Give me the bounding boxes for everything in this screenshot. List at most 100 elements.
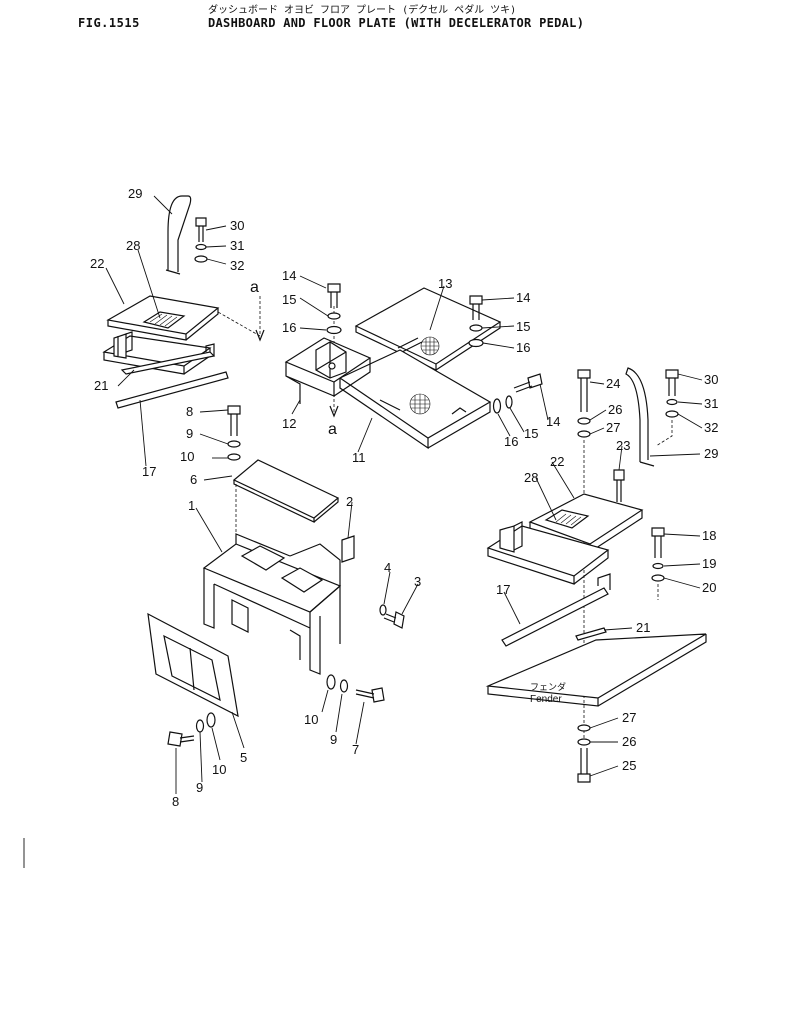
washer-26-top — [577, 417, 591, 425]
washer-15-top-right — [469, 324, 483, 332]
callout-11: 11 — [352, 450, 366, 465]
callout-17-left: 17 — [142, 464, 156, 479]
washer-32-right — [665, 410, 679, 418]
callout-3: 3 — [414, 574, 421, 589]
callout-9-bottom: 9 — [196, 780, 203, 795]
bolt-8-top — [227, 405, 241, 415]
bolt-18 — [651, 527, 665, 537]
bolt-24 — [577, 369, 591, 379]
bolt-14-center — [327, 283, 341, 293]
washer-32-left — [194, 255, 208, 263]
callout-32-right: 32 — [704, 420, 718, 435]
callout-25: 25 — [622, 758, 636, 773]
washer-15-center — [327, 312, 341, 320]
callout-1: 1 — [188, 498, 195, 513]
washer-19 — [652, 562, 664, 570]
bolt-3 — [393, 611, 405, 629]
callout-18: 18 — [702, 528, 716, 543]
kana-title: ダッシュボード オヨビ フロア プレート (デクセル ペダル ツキ) — [208, 5, 517, 16]
callout-19: 19 — [702, 556, 716, 571]
bolt-30-left — [195, 217, 207, 227]
fender-label: Fender — [530, 694, 562, 705]
callout-27-top: 27 — [606, 420, 620, 435]
bracket-2 — [341, 535, 355, 563]
washer-16-side — [492, 398, 502, 414]
bracket-21-right — [575, 627, 607, 641]
callout-9-right: 9 — [330, 732, 337, 747]
center-floor-plates — [284, 283, 543, 450]
washer-26-bottom — [577, 738, 591, 746]
grille-13 — [420, 336, 440, 356]
callout-20: 20 — [702, 580, 716, 595]
callout-17-right: 17 — [496, 582, 510, 597]
washer-27-top — [577, 430, 591, 438]
washer-9-right — [339, 679, 349, 693]
callout-4: 4 — [384, 560, 391, 575]
callout-26-bottom: 26 — [622, 734, 636, 749]
washer-4 — [379, 604, 387, 616]
insert-28-left — [142, 311, 186, 329]
callout-30-left: 30 — [230, 218, 244, 233]
callout-7: 7 — [352, 742, 359, 757]
washer-15-side — [505, 395, 513, 409]
callout-31-right: 31 — [704, 396, 718, 411]
figure-title: DASHBOARD AND FLOOR PLATE (WITH DECELERA… — [208, 16, 585, 30]
side-panel-5 — [147, 612, 239, 718]
callout-29-right: 29 — [704, 446, 718, 461]
callout-10-bottom: 10 — [212, 762, 226, 777]
callout-9-top: 9 — [186, 426, 193, 441]
callout-28-right: 28 — [524, 470, 538, 485]
callout-16-center: 16 — [282, 320, 296, 335]
callout-labels: 29 30 31 32 28 22 21 17 14 15 16 1 3 14 1… — [90, 186, 718, 809]
washer-10-right — [326, 674, 336, 690]
callout-22-right: 22 — [550, 454, 564, 469]
right-console-assembly: フェンダ Fender — [485, 367, 707, 783]
fender-plate — [485, 633, 707, 699]
callout-16-side: 16 — [504, 434, 518, 449]
washer-20 — [651, 574, 665, 582]
bolt-14-side — [527, 373, 543, 389]
callout-28-left: 28 — [126, 238, 140, 253]
bolt-14-top-right — [469, 295, 483, 305]
callout-8-top: 8 — [186, 404, 193, 419]
callout-14-center: 14 — [282, 268, 296, 283]
arrow-label-a-bottom: a — [328, 421, 337, 438]
grille-11 — [409, 393, 431, 415]
callout-27-bottom: 27 — [622, 710, 636, 725]
arrow-label-a-top: a — [250, 279, 259, 296]
dashboard-assembly — [147, 405, 405, 747]
washer-16-center — [326, 325, 342, 335]
callout-24: 24 — [606, 376, 620, 391]
callout-30-right: 30 — [704, 372, 718, 387]
callout-16-top-right: 16 — [516, 340, 530, 355]
washer-9-bottom — [195, 719, 205, 733]
insert-28-right — [544, 509, 590, 529]
callout-31-left: 31 — [230, 238, 244, 253]
leader-lines — [105, 195, 703, 794]
callout-26-top: 26 — [608, 402, 622, 417]
callout-32-left: 32 — [230, 258, 244, 273]
pin-23 — [613, 469, 625, 481]
callout-10-top: 10 — [180, 449, 194, 464]
left-console-assembly — [102, 195, 265, 409]
callout-23: 23 — [616, 438, 630, 453]
callout-14-top-right: 14 — [516, 290, 530, 305]
callout-10-right: 10 — [304, 712, 318, 727]
callout-14-side: 14 — [546, 414, 560, 429]
figure-number: FIG.1515 — [78, 16, 140, 30]
bar-17-right — [501, 587, 609, 647]
washer-10-bottom — [206, 712, 216, 728]
callout-15-top-right: 15 — [516, 319, 530, 334]
callout-6: 6 — [190, 472, 197, 487]
callout-15-side: 15 — [524, 426, 538, 441]
bolt-8-bottom — [167, 731, 183, 747]
callout-21-right: 21 — [636, 620, 650, 635]
washer-31-right — [666, 398, 678, 406]
washer-10-top — [227, 453, 241, 461]
handle-29-right — [625, 367, 649, 462]
bolt-7 — [371, 687, 385, 703]
bolt-25 — [580, 748, 588, 774]
callout-5: 5 — [240, 750, 247, 765]
bar-17-left — [115, 371, 229, 409]
